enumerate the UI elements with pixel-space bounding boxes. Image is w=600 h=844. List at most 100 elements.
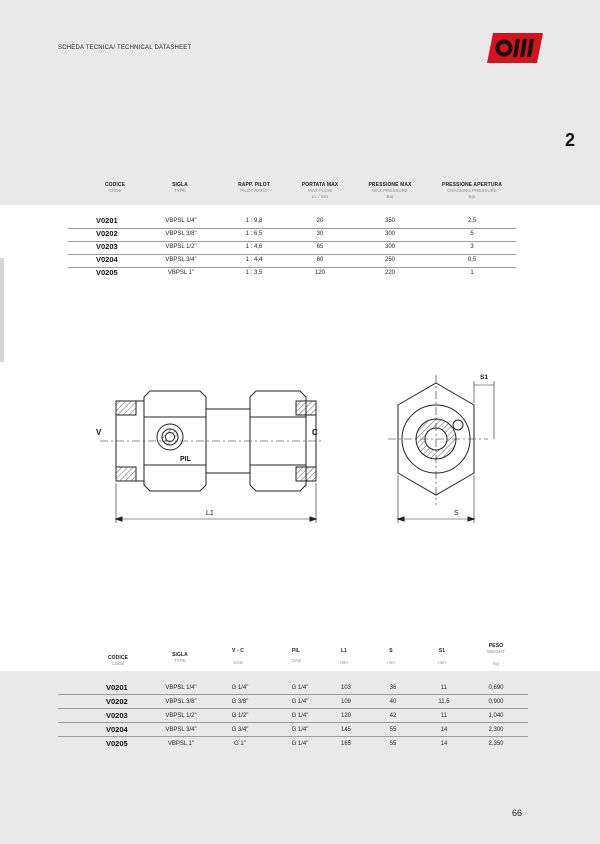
dimension-s1-label: S1 (480, 374, 488, 381)
col-code-sub: CODE (111, 661, 125, 666)
bottom-band (0, 671, 600, 844)
row-l1: 103 (340, 685, 351, 691)
col-flow-label: PORTATA MAX (301, 182, 339, 188)
row-type: VBPSL 1/2" (165, 713, 197, 719)
row-type: VBPSL 1/4" (165, 685, 197, 691)
row-pil: G 1/4" (291, 741, 309, 747)
row-weight: 1,040 (488, 713, 504, 719)
row-ratio: 1 : 4,6 (245, 244, 263, 250)
row-divider (58, 736, 528, 737)
row-flow: 30 (316, 231, 324, 237)
col-pil-label: PIL (291, 648, 301, 654)
row-pmax: 250 (384, 257, 395, 263)
col-ratio-sub: PILOT RATIO (240, 188, 268, 193)
row-s: 55 (389, 741, 397, 747)
valve-technical-drawing: V C PIL L1 S S1 (96, 374, 495, 523)
row-ratio: 1 : 3,5 (245, 270, 263, 276)
col-s1-sub: mm (438, 660, 446, 665)
row-vc: G 1" (234, 741, 246, 747)
row-weight: 0,900 (488, 699, 504, 705)
row-type: VBPSL 3/4" (165, 727, 197, 733)
row-pmax: 350 (384, 218, 395, 224)
row-vc: G 1/2" (231, 713, 249, 719)
row-flow: 20 (316, 218, 324, 224)
col-type-sub: TYPE (174, 658, 186, 663)
row-divider (68, 254, 516, 255)
datasheet-label: SCHEDA TECNICA/ TECHNICAL DATASHEET (58, 45, 192, 51)
row-code: V0205 (96, 268, 118, 277)
row-crack: 2,5 (467, 218, 477, 224)
col-pmax-sub: MAX PRESSURE (372, 188, 408, 193)
row-weight: 2,300 (488, 727, 504, 733)
row-type: VBPSL 1" (167, 741, 195, 747)
row-type: VBPSL 3/4" (165, 257, 197, 263)
row-code: V0203 (106, 711, 128, 720)
col-weight-unit: Kg (493, 661, 499, 666)
col-ratio-label: RAPP. PILOT (238, 182, 270, 188)
col-s1-label: S1 (438, 648, 446, 654)
col-pmax-label: PRESSIONE MAX (368, 182, 412, 188)
row-s: 42 (389, 713, 397, 719)
row-code: V0201 (96, 216, 118, 225)
row-code: V0201 (106, 683, 128, 692)
row-type: VBPSL 1" (167, 270, 195, 276)
row-code: V0202 (106, 697, 128, 706)
row-type: VBPSL 3/8" (165, 231, 197, 237)
row-code: V0202 (96, 229, 118, 238)
row-s: 40 (389, 699, 397, 705)
row-type: VBPSL 1/2" (165, 244, 197, 250)
row-l1: 165 (340, 741, 351, 747)
col-pmax-unit: Bar (386, 194, 394, 199)
row-flow: 120 (314, 270, 325, 276)
row-pmax: 300 (384, 244, 395, 250)
row-divider (68, 228, 516, 229)
col-pil-sub: GAS (291, 658, 301, 663)
col-s-sub: mm (387, 660, 395, 665)
valve-end-view (388, 375, 495, 523)
row-pil: G 1/4" (291, 699, 309, 705)
port-pil-label: PIL (180, 456, 192, 463)
col-l1-sub: mm (340, 660, 348, 665)
row-l1: 145 (340, 727, 351, 733)
row-s: 36 (389, 685, 397, 691)
col-l1-label: L1 (340, 648, 348, 654)
row-crack: 1 (470, 270, 474, 276)
row-divider (58, 694, 528, 695)
row-s: 55 (389, 727, 397, 733)
row-s1: 11 (440, 685, 448, 691)
valve-side-view (100, 390, 322, 523)
top-band (0, 0, 600, 205)
row-ratio: 1 : 4,4 (245, 257, 263, 263)
row-pil: G 1/4" (291, 713, 309, 719)
row-s1: 11 (440, 713, 448, 719)
col-crack-label: PRESSIONE APERTURA (442, 182, 502, 188)
col-code-sub: CODE (108, 188, 122, 193)
row-vc: G 3/4" (231, 727, 249, 733)
row-l1: 120 (340, 713, 351, 719)
col-vc-label: V - C (232, 648, 244, 654)
col-s-label: S (389, 648, 393, 654)
row-code: V0205 (106, 739, 128, 748)
row-crack: 0,5 (467, 257, 477, 263)
row-ratio: 1 : 6,5 (245, 231, 263, 237)
row-type: VBPSL 3/8" (165, 699, 197, 705)
col-code-label: CODICE (107, 655, 129, 661)
row-crack: 5 (470, 231, 474, 237)
row-pmax: 300 (384, 231, 395, 237)
row-crack: 3 (470, 244, 474, 250)
row-s1: 14 (440, 741, 448, 747)
col-code-label: CODICE (104, 182, 126, 188)
row-code: V0203 (96, 242, 118, 251)
side-tab-marker (0, 258, 4, 362)
chapter-number: 2 (565, 130, 576, 150)
row-divider (58, 708, 528, 709)
dimension-l1-label: L1 (206, 510, 214, 517)
row-type: VBPSL 1/4" (165, 218, 197, 224)
row-code: V0204 (96, 255, 118, 264)
row-weight: 0,690 (488, 685, 504, 691)
row-divider (68, 267, 516, 268)
port-v-label: V (96, 428, 102, 437)
col-crack-sub: CRACKING PRESSURE (447, 188, 497, 193)
col-flow-sub: MAX FLOW (307, 188, 332, 193)
brand-logo (487, 33, 543, 63)
